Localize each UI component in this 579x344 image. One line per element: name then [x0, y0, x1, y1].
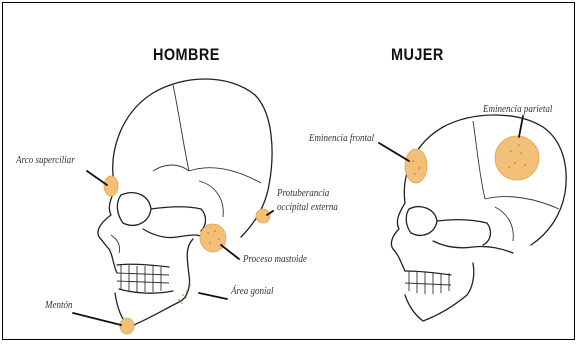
parietal-pointer [519, 116, 523, 137]
arco-superciliar-label: Arco superciliar [16, 154, 75, 167]
female-skull [391, 115, 566, 321]
gonial-pointer [199, 293, 227, 299]
eminencia-frontal-label: Eminencia frontal [309, 132, 374, 145]
arco-pointer [87, 171, 107, 185]
mastoide-pointer [221, 245, 239, 259]
menton-pointer [73, 313, 121, 325]
skull-illustrations [3, 3, 575, 340]
eminencia-frontal-spot [405, 149, 427, 183]
menton-spot [120, 318, 134, 334]
eminencia-parietal-spot [495, 136, 539, 180]
protuberancia-spot [256, 209, 270, 223]
protuberancia-label-line2: occipital externa [277, 201, 338, 214]
eminencia-parietal-label: Eminencia parietal [483, 103, 552, 116]
figure-frame: HOMBRE MUJER [2, 2, 575, 340]
arco-superciliar-spot [104, 176, 118, 196]
menton-label: Mentón [45, 299, 73, 312]
proceso-mastoide-spot [200, 224, 226, 252]
proceso-mastoide-label: Proceso mastoide [243, 253, 307, 266]
frontal-pointer [379, 143, 409, 161]
protuberancia-label-line1: Protuberancia [277, 187, 329, 200]
area-gonial-label: Área gonial [231, 285, 274, 298]
